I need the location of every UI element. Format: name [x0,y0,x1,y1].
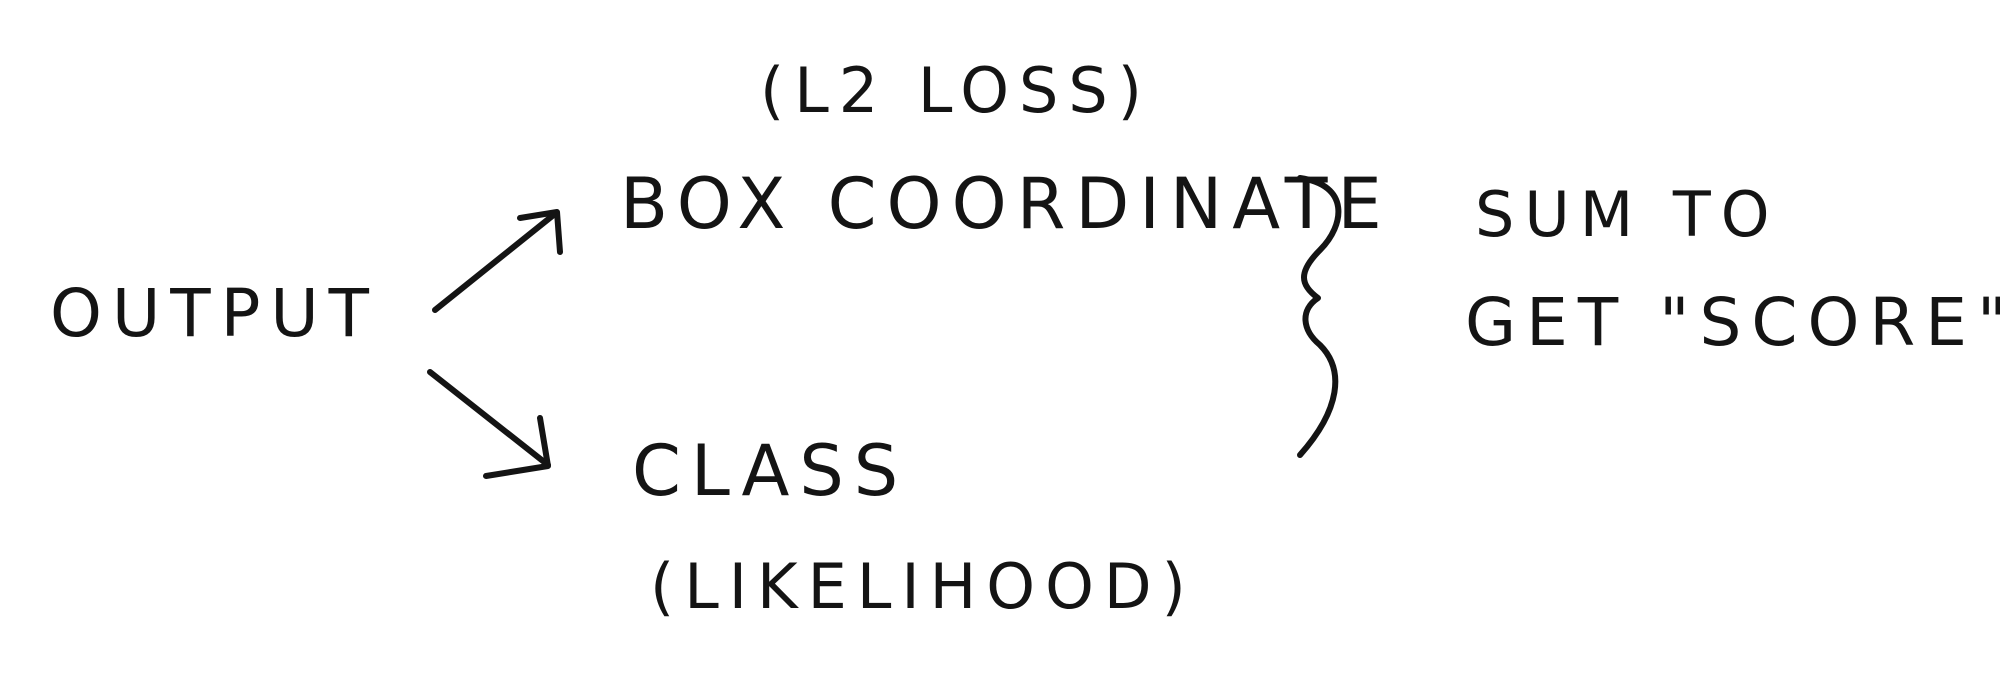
likelihood-note: (LIKELIHOOD) [650,550,1196,623]
arrow-down-right-icon [427,369,551,479]
arrow-up-right-icon [432,209,563,313]
class-label: CLASS [632,430,908,512]
sum-to-label: SUM TO [1475,178,1780,251]
get-score-label: GET "SCORE" [1465,284,2000,361]
output-label: OUTPUT [50,275,379,352]
right-curly-brace-icon [1297,175,1342,458]
box-coordinate-label: BOX COORDINATE [620,163,1392,245]
l2-loss-note: (L2 LOSS) [760,54,1152,127]
